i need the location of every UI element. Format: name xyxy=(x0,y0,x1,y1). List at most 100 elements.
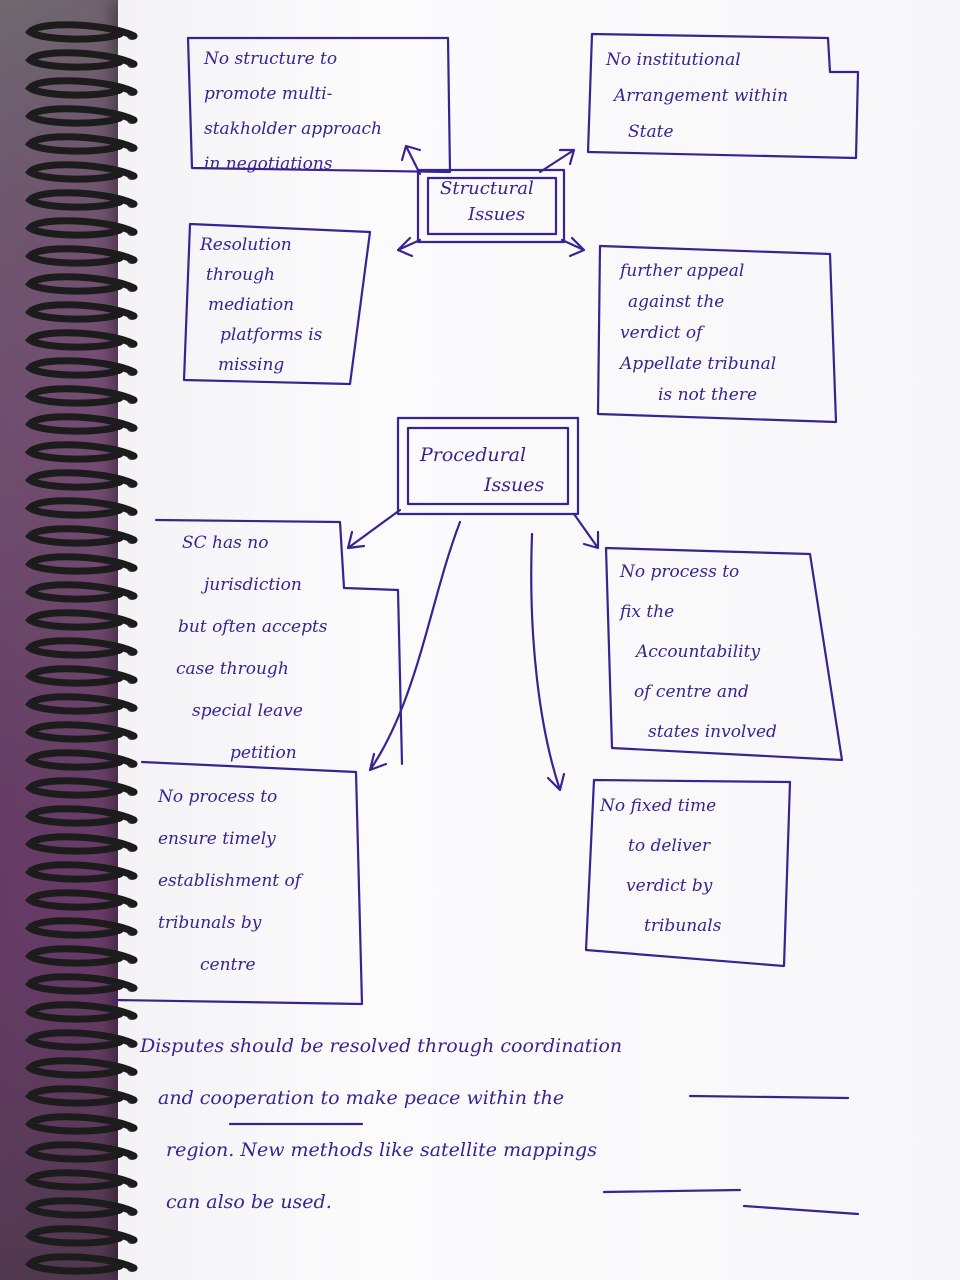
box-mid-left-outline xyxy=(182,222,372,386)
procedural-hub-line-1: Procedural xyxy=(420,444,527,466)
box-right-upper-line-2: fix the xyxy=(620,602,675,622)
arrow-to-left-upper xyxy=(346,508,402,550)
box-mid-right-line-3: verdict of xyxy=(620,323,703,343)
arrow-to-mid-right xyxy=(560,236,586,258)
box-left-upper-line-1: SC has no xyxy=(182,533,269,553)
box-top-left-line-4: in negotiations xyxy=(204,154,333,174)
procedural-hub-line-2: Issues xyxy=(484,474,545,496)
box-top-right-text: No institutional Arrangement within Stat… xyxy=(606,42,856,150)
box-right-upper-line-5: states involved xyxy=(648,722,777,742)
box-left-upper-outline xyxy=(154,518,404,766)
box-left-lower-line-5: centre xyxy=(200,955,256,975)
structural-hub-inner-box xyxy=(426,176,558,236)
box-right-upper-text: No process to fix the Accountability of … xyxy=(620,552,840,752)
box-right-upper-line-3: Accountability xyxy=(636,642,761,662)
spiral-coil xyxy=(25,1253,138,1275)
procedural-hub-inner-box xyxy=(406,426,570,506)
box-top-right-line-3: State xyxy=(628,122,674,142)
box-mid-left-line-1: Resolution xyxy=(200,235,292,255)
spiral-coil xyxy=(25,49,138,71)
spiral-coil xyxy=(25,273,138,295)
box-left-upper-line-5: special leave xyxy=(192,701,303,721)
box-left-lower-outline xyxy=(112,760,364,1006)
box-left-upper-line-6: petition xyxy=(230,743,297,763)
conclusion-line-3: region. New methods like satellite mappi… xyxy=(166,1139,597,1161)
spiral-coil xyxy=(25,973,138,995)
box-top-left-line-3: stakholder approach xyxy=(204,119,382,139)
box-mid-left-line-4: platforms is xyxy=(220,325,323,345)
conclusion-paragraph: Disputes should be resolved through coor… xyxy=(140,1020,870,1228)
spiral-coil xyxy=(25,1001,138,1023)
box-top-left-text: No structure to promote multi- stakholde… xyxy=(204,42,444,182)
box-top-left-line-1: No structure to xyxy=(204,49,338,69)
box-mid-left-line-3: mediation xyxy=(208,295,295,315)
spiral-coil xyxy=(25,385,138,407)
arrow-to-right-lower xyxy=(530,532,566,792)
spiral-coil xyxy=(25,665,138,687)
conclusion-line-1: Disputes should be resolved through coor… xyxy=(140,1035,623,1057)
underline-coordination xyxy=(688,1094,850,1100)
spiral-coil xyxy=(25,357,138,379)
procedural-hub: Procedural Issues xyxy=(420,440,570,500)
box-mid-right-line-1: further appeal xyxy=(620,261,745,281)
box-mid-right-text: further appeal against the verdict of Ap… xyxy=(620,256,836,411)
box-right-upper-line-1: No process to xyxy=(620,562,740,582)
arrow-to-top-left xyxy=(400,144,422,176)
box-left-upper-text: SC has no jurisdiction but often accepts… xyxy=(170,522,402,774)
notebook-page xyxy=(118,0,960,1280)
spiral-coil xyxy=(25,441,138,463)
conclusion-line-4: can also be used. xyxy=(166,1191,332,1213)
spiral-coil xyxy=(25,189,138,211)
box-top-left-outline xyxy=(186,36,452,174)
spiral-coil xyxy=(25,217,138,239)
box-right-upper-outline xyxy=(604,546,844,762)
spiral-coil xyxy=(25,1113,138,1135)
box-mid-left-line-5: missing xyxy=(218,355,285,375)
box-top-right-outline xyxy=(586,32,860,160)
box-mid-left-line-2: through xyxy=(206,265,275,285)
box-left-lower-line-3: establishment of xyxy=(158,871,302,891)
conclusion-line-2: and cooperation to make peace within the xyxy=(158,1087,565,1109)
spiral-coil xyxy=(25,245,138,267)
box-mid-left-text: Resolution through mediation platforms i… xyxy=(200,230,360,380)
spiral-coil xyxy=(25,133,138,155)
procedural-hub-outer-box xyxy=(396,416,580,516)
arrow-to-top-right xyxy=(538,148,576,174)
spiral-coil xyxy=(25,1141,138,1163)
spiral-coil xyxy=(25,301,138,323)
arrow-to-left-lower xyxy=(368,520,462,772)
spiral-coil xyxy=(25,581,138,603)
spiral-coil xyxy=(25,105,138,127)
structural-hub: Structural Issues xyxy=(440,176,560,228)
spiral-coil xyxy=(25,525,138,547)
spiral-coil xyxy=(25,721,138,743)
arrow-to-mid-left xyxy=(396,236,422,258)
arrow-to-right-upper xyxy=(572,512,600,550)
box-top-left-line-2: promote multi- xyxy=(204,84,333,104)
spiral-coil xyxy=(25,1169,138,1191)
box-top-right-line-2: Arrangement within xyxy=(614,86,789,106)
spiral-coil xyxy=(25,21,138,43)
box-top-right-line-1: No institutional xyxy=(606,50,741,70)
structural-hub-outer-box xyxy=(416,168,566,244)
spiral-coil xyxy=(25,329,138,351)
spiral-coil xyxy=(25,889,138,911)
box-mid-right-line-2: against the xyxy=(628,292,725,312)
box-mid-right-line-4: Appellate tribunal xyxy=(620,354,777,374)
spiral-coil xyxy=(25,1029,138,1051)
box-right-upper-line-4: of centre and xyxy=(634,682,749,702)
spiral-coil xyxy=(25,161,138,183)
box-right-lower-line-4: tribunals xyxy=(644,916,722,936)
box-left-upper-line-4: case through xyxy=(176,659,289,679)
box-left-lower-line-4: tribunals by xyxy=(158,913,262,933)
box-mid-right-outline xyxy=(596,244,838,424)
spiral-coil xyxy=(25,637,138,659)
spiral-coil xyxy=(25,833,138,855)
spiral-coil xyxy=(25,805,138,827)
box-left-lower-line-2: ensure timely xyxy=(158,829,276,849)
spiral-coil xyxy=(25,469,138,491)
box-right-lower-text: No fixed time to deliver verdict by trib… xyxy=(600,786,786,946)
underline-satellite xyxy=(602,1188,742,1194)
